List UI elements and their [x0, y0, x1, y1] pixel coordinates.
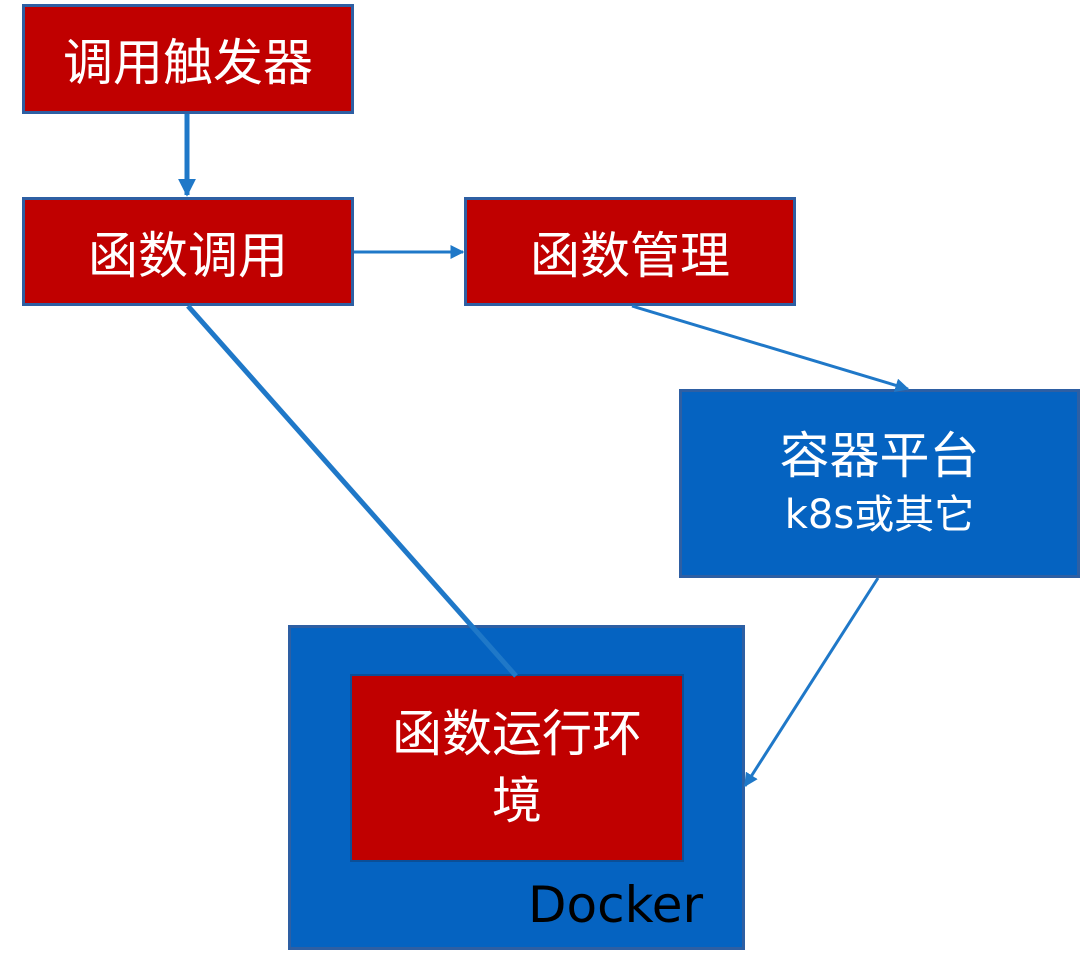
invoke-trigger-label: 调用触发器	[63, 34, 313, 92]
function-runtime-label: 函数运行环境	[392, 704, 642, 831]
container-platform-label: 容器平台	[779, 426, 980, 485]
function-invoke-label: 函数调用	[88, 226, 288, 285]
container-platform-sublabel: k8s或其它	[784, 492, 975, 539]
function-runtime-node: 函数运行环境	[350, 674, 684, 862]
function-manage-label: 函数管理	[530, 226, 730, 285]
invoke-trigger-node: 调用触发器	[22, 4, 354, 114]
arrow-manage-to-platform	[631, 304, 910, 393]
container-platform-node: 容器平台 k8s或其它	[679, 389, 1080, 578]
function-invoke-node: 函数调用	[22, 197, 354, 306]
docker-label: Docker	[528, 876, 704, 934]
arrow-platform-to-docker	[743, 577, 880, 788]
arrow-invoke-to-runtime	[186, 304, 518, 678]
function-manage-node: 函数管理	[464, 197, 796, 306]
